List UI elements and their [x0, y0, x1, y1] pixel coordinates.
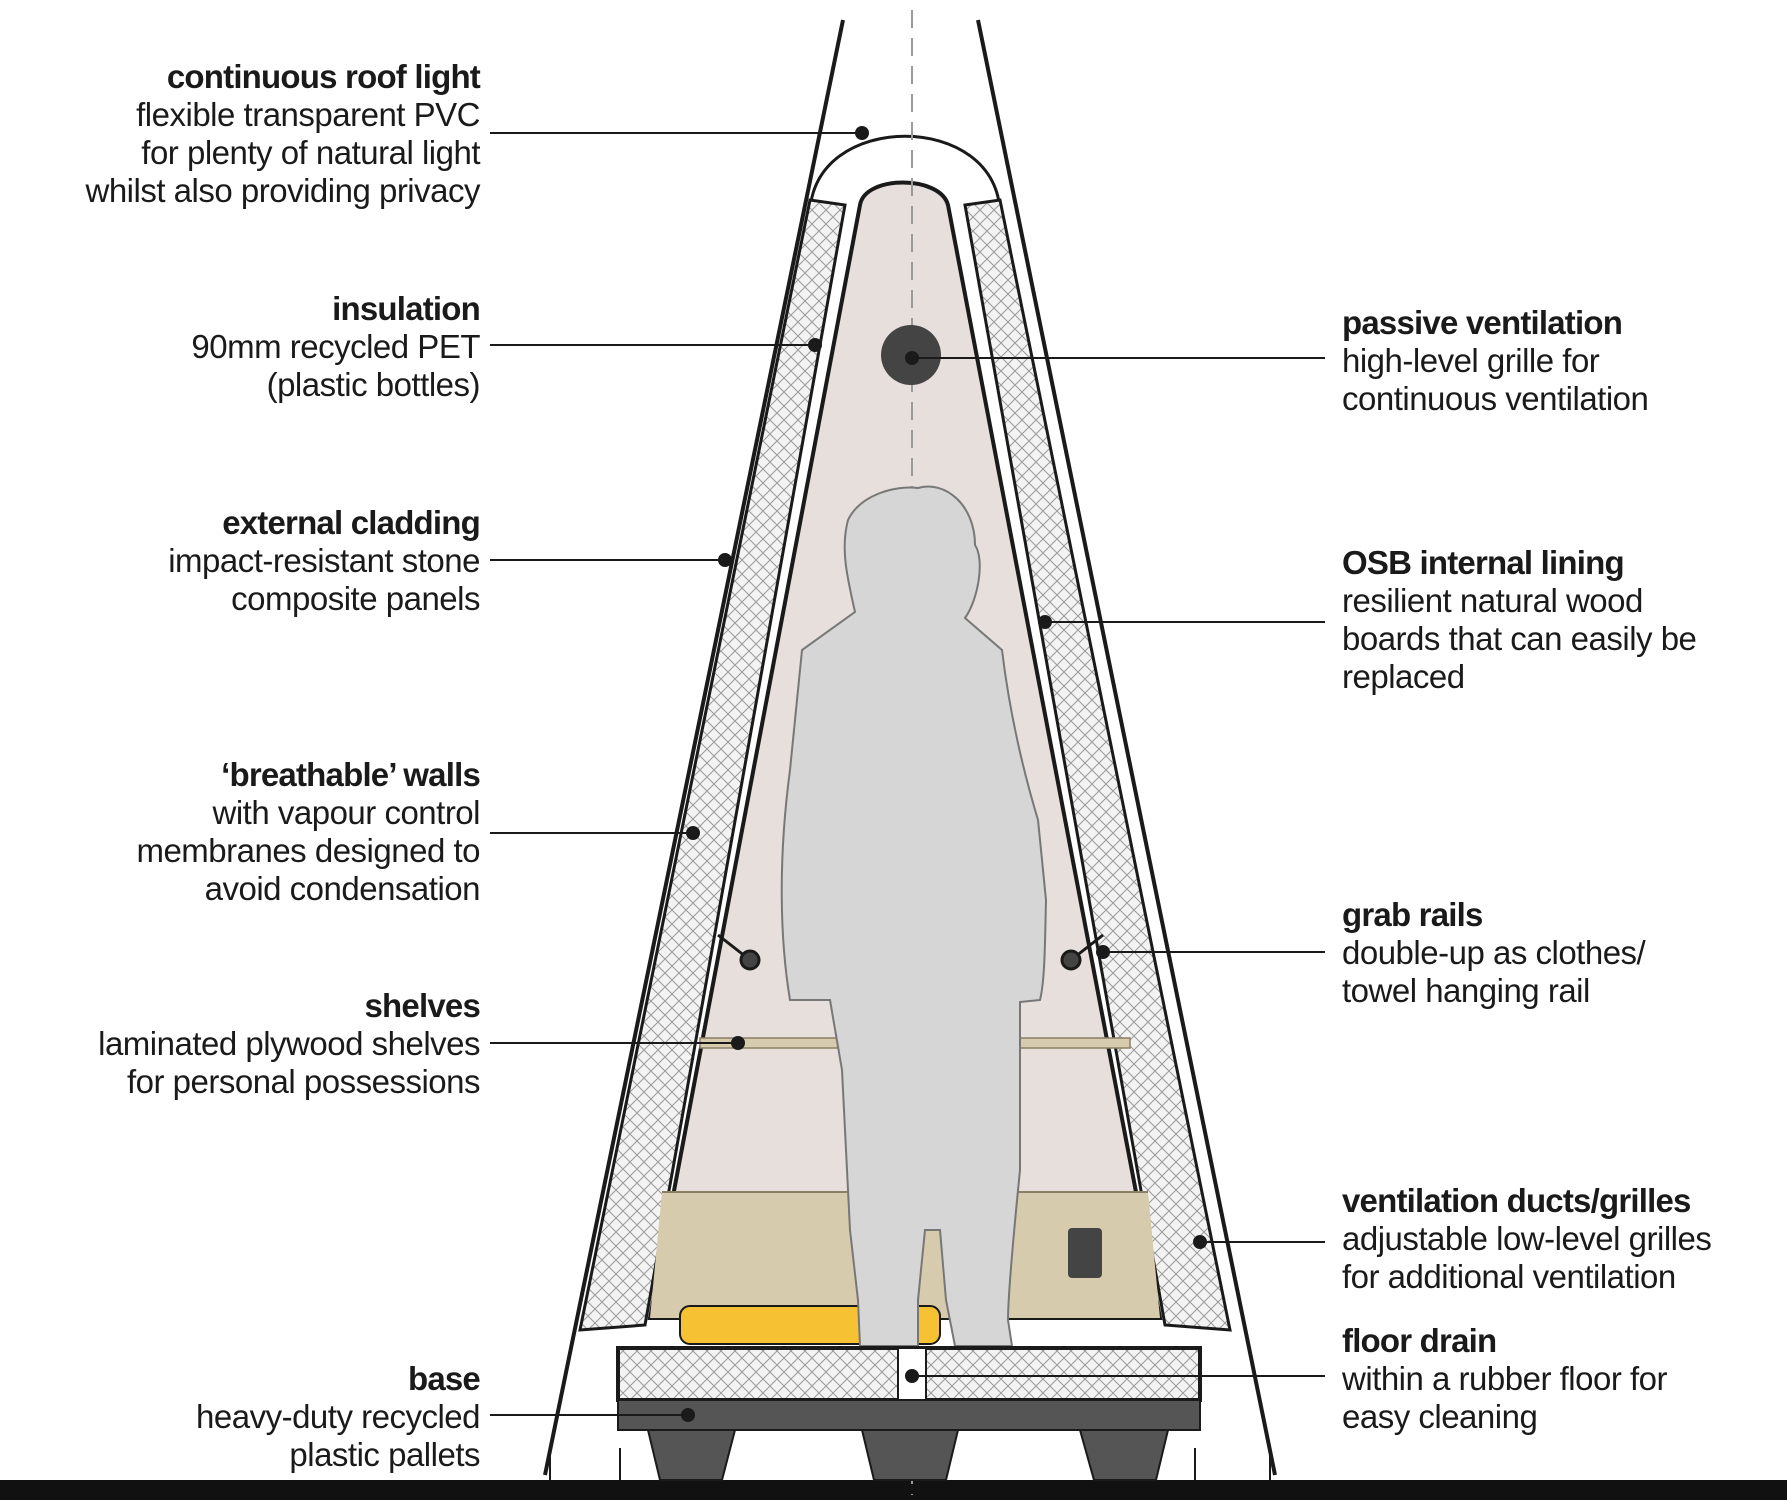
callout-osb-lining: OSB internal lining resilient natural wo… [1342, 544, 1787, 696]
callout-ventilation-ducts: ventilation ducts/grilles adjustable low… [1342, 1182, 1787, 1296]
callout-desc: 90mm recycled PET (plastic bottles) [191, 328, 480, 403]
callout-desc: impact-resistant stone composite panels [168, 542, 480, 617]
left-wall-insulation [578, 198, 847, 1332]
callout-grab-rails: grab rails double-up as clothes/ towel h… [1342, 896, 1787, 1010]
ground [0, 1480, 1787, 1500]
leader-lines [490, 126, 1325, 1422]
base-plate [617, 1399, 1201, 1431]
callout-title: ‘breathable’ walls [221, 756, 481, 793]
callout-passive-ventilation: passive ventilation high-level grille fo… [1342, 304, 1787, 418]
callout-desc: adjustable low-level grilles for additio… [1342, 1220, 1712, 1295]
callout-roof-light: continuous roof light flexible transpare… [0, 58, 480, 210]
callout-insulation: insulation 90mm recycled PET (plastic bo… [0, 290, 480, 404]
callout-desc: within a rubber floor for easy cleaning [1342, 1360, 1668, 1435]
callout-title: OSB internal lining [1342, 544, 1625, 581]
callout-desc: heavy-duty recycled plastic pallets [196, 1398, 480, 1473]
callout-title: external cladding [222, 504, 481, 541]
callout-desc: with vapour control membranes designed t… [136, 794, 480, 907]
grab-rails [717, 933, 1104, 971]
callout-desc: laminated plywood shelves for personal p… [98, 1025, 480, 1100]
callout-title: floor drain [1342, 1322, 1497, 1359]
callout-title: ventilation ducts/grilles [1342, 1182, 1691, 1219]
callout-external-cladding: external cladding impact-resistant stone… [0, 504, 481, 618]
callout-title: grab rails [1342, 896, 1483, 933]
external-cladding-panels [543, 19, 1277, 1476]
callout-desc: resilient natural wood boards that can e… [1342, 582, 1697, 695]
callout-title: insulation [332, 290, 481, 327]
pallet-feet [646, 1429, 1170, 1481]
callout-base: base heavy-duty recycled plastic pallets [0, 1360, 481, 1474]
callout-desc: double-up as clothes/ towel hanging rail [1342, 934, 1646, 1009]
callout-title: base [407, 1360, 481, 1397]
callout-desc: flexible transparent PVC for plenty of n… [85, 96, 480, 209]
callout-title: continuous roof light [166, 58, 481, 95]
callout-breathable-walls: ‘breathable’ walls with vapour control m… [0, 756, 480, 908]
callout-floor-drain: floor drain within a rubber floor for ea… [1342, 1322, 1787, 1436]
callout-title: passive ventilation [1342, 304, 1623, 341]
person-silhouette [780, 485, 1048, 1347]
low-level-grille [1068, 1228, 1102, 1278]
roof-light-arc [808, 134, 1002, 216]
callout-desc: high-level grille for continuous ventila… [1342, 342, 1649, 417]
callout-title: shelves [364, 987, 481, 1024]
callout-shelves: shelves laminated plywood shelves for pe… [0, 987, 481, 1101]
